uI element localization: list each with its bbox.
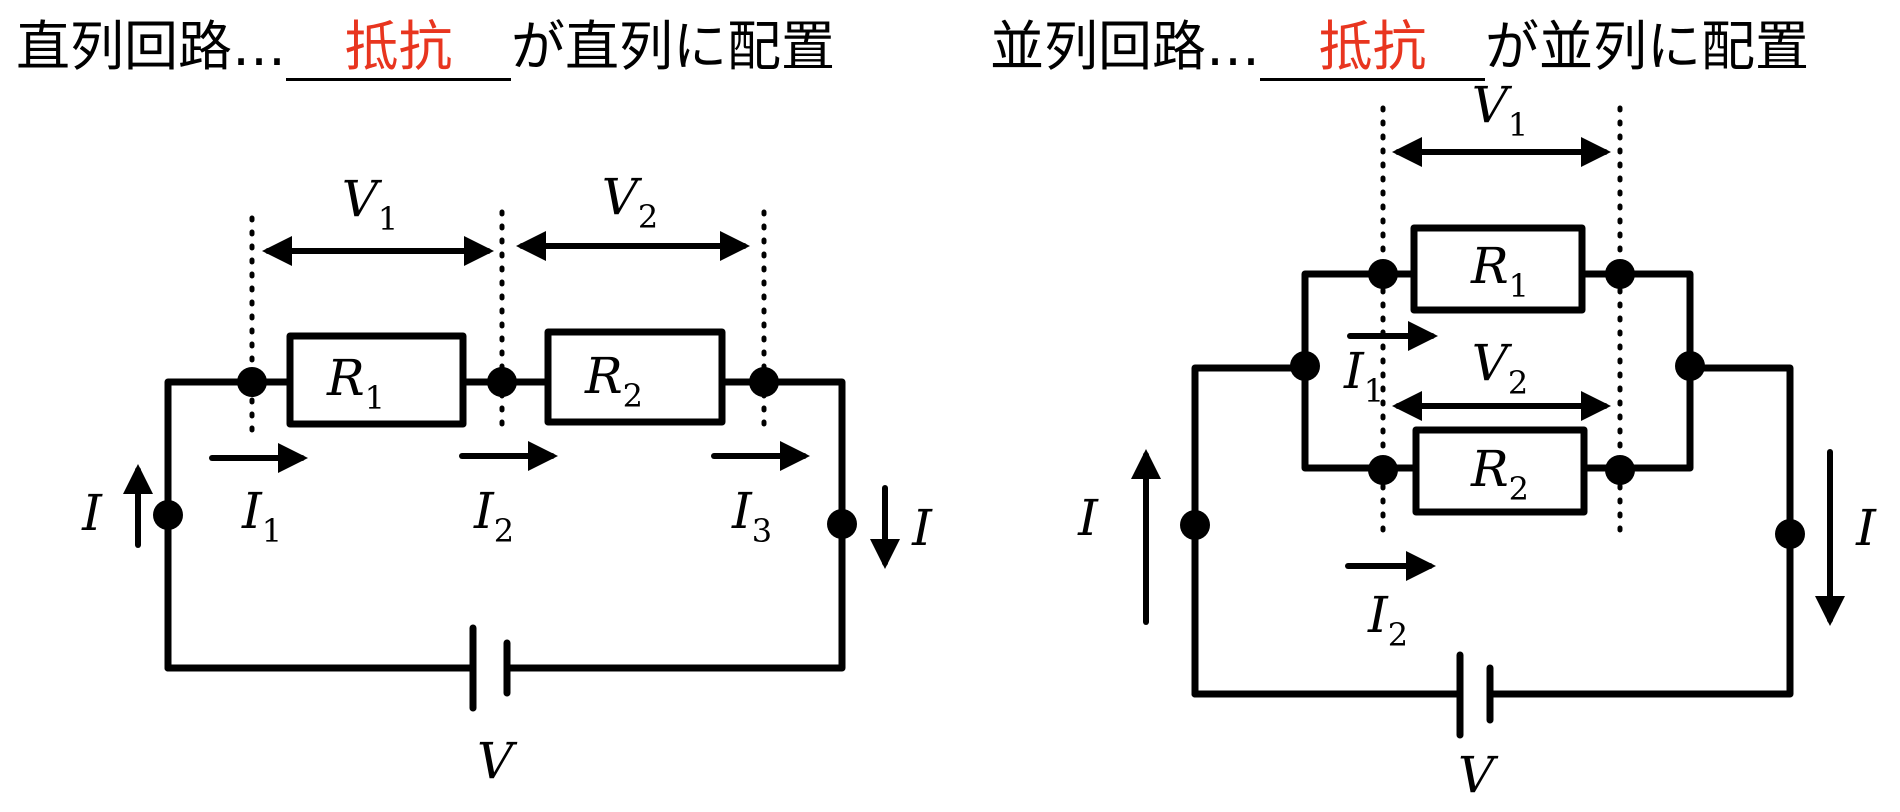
- series-resistor-r2: [544, 328, 726, 426]
- parallel-branch-right: [1578, 270, 1694, 472]
- parallel-v1-label: V1: [1472, 76, 1528, 144]
- parallel-node-r1-right: [1605, 259, 1635, 289]
- parallel-r1-label: R1: [1470, 237, 1529, 305]
- series-node-2: [487, 367, 517, 397]
- series-v2-label: V2: [602, 168, 658, 236]
- series-circuit: [123, 209, 900, 712]
- parallel-node-r2-right: [1605, 455, 1635, 485]
- series-i2-label: I2: [473, 482, 514, 550]
- parallel-node-outer-right: [1775, 519, 1805, 549]
- series-answer-blank: 抵抗: [286, 16, 511, 81]
- parallel-wire-right: [1486, 364, 1794, 698]
- parallel-node-r1-left: [1368, 259, 1398, 289]
- parallel-node-junction-left: [1290, 351, 1320, 381]
- parallel-node-junction-right: [1675, 351, 1705, 381]
- parallel-i2-label: I2: [1367, 586, 1408, 654]
- series-i3-label: I3: [731, 482, 772, 550]
- series-i1-label: I1: [241, 482, 282, 550]
- parallel-heading-prefix: 並列回路…: [990, 15, 1260, 78]
- parallel-resistor-r2: [1412, 426, 1588, 516]
- parallel-answer-blank: 抵抗: [1260, 16, 1485, 81]
- parallel-node-r2-left: [1368, 455, 1398, 485]
- parallel-node-outer-left: [1180, 510, 1210, 540]
- parallel-battery-label: V: [1458, 746, 1499, 804]
- series-answer: 抵抗: [344, 15, 453, 78]
- series-node-left: [153, 500, 183, 530]
- parallel-nodes: [1180, 259, 1805, 549]
- parallel-wire-left: [1191, 364, 1309, 698]
- parallel-heading-suffix: が並列に配置: [1485, 15, 1809, 78]
- series-heading-prefix: 直列回路…: [16, 15, 286, 78]
- parallel-v2-label: V2: [1472, 334, 1528, 402]
- series-r2-label: R2: [584, 347, 643, 415]
- series-heading-suffix: が直列に配置: [511, 15, 835, 78]
- series-node-3: [749, 367, 779, 397]
- series-r1-label: R1: [326, 349, 385, 417]
- series-i-right-label: I: [911, 499, 933, 557]
- parallel-circuit: [1131, 105, 1845, 739]
- series-battery-label: V: [477, 732, 518, 790]
- parallel-answer: 抵抗: [1318, 15, 1427, 78]
- series-i-left-label: I: [81, 484, 103, 542]
- series-node-1: [237, 367, 267, 397]
- series-nodes: [153, 367, 857, 539]
- series-v1-label: V1: [342, 170, 398, 238]
- parallel-i1-label: I1: [1343, 342, 1384, 410]
- series-resistor-r1: [286, 332, 467, 428]
- parallel-i-right-label: I: [1855, 499, 1877, 557]
- parallel-r2-label: R2: [1470, 440, 1529, 508]
- parallel-i-left-label: I: [1077, 489, 1099, 547]
- parallel-heading: 並列回路… 抵抗 が並列に配置: [990, 12, 1809, 82]
- series-node-right: [827, 509, 857, 539]
- series-heading: 直列回路… 抵抗 が直列に配置: [16, 12, 835, 82]
- parallel-resistor-r1: [1410, 224, 1586, 314]
